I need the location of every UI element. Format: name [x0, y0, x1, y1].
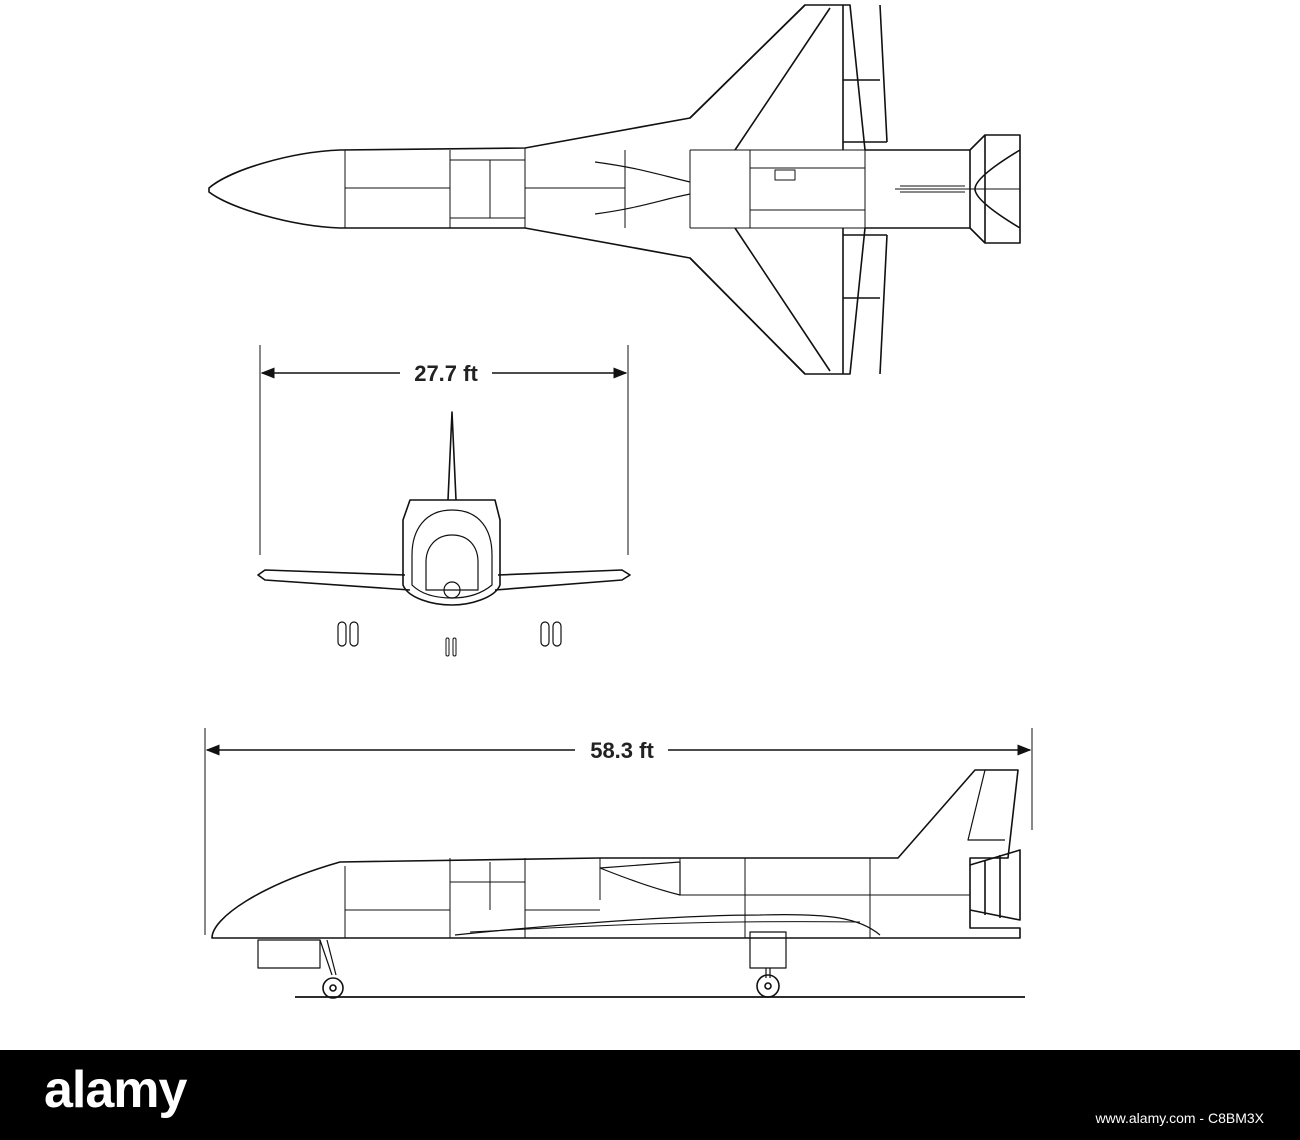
top-elevon-lower: [842, 228, 888, 375]
top-inlet-upper: [594, 161, 691, 183]
three-view-drawing: 27.7 ft 58.3 ft: [204, 4, 1033, 999]
side-panel-lines: [344, 858, 970, 938]
front-gear-nose-1: [445, 637, 450, 657]
span-dimension-label: 27.7 ft: [414, 361, 478, 386]
side-main-gear-strut: [765, 968, 771, 978]
side-nozzle: [969, 849, 1021, 921]
top-wing-upper: [689, 4, 831, 151]
front-wing-left: [257, 569, 411, 591]
alamy-logo: alamy: [44, 1061, 187, 1119]
length-dimension-label: 58.3 ft: [590, 738, 654, 763]
front-tail: [447, 411, 457, 501]
top-wing-lower: [689, 227, 831, 375]
top-fuselage-outline: [208, 4, 971, 375]
side-nose-hub: [329, 984, 337, 992]
side-nose-gear-bay: [257, 939, 321, 969]
front-view: [257, 345, 631, 657]
side-main-wheel: [756, 974, 780, 998]
front-wing-right: [494, 569, 631, 591]
front-nose-circle: [443, 581, 461, 599]
front-inlet: [425, 534, 479, 591]
side-main-hub: [764, 982, 772, 990]
image-id-text: www.alamy.com - C8BM3X: [1095, 1110, 1264, 1126]
top-view: [208, 4, 1021, 375]
top-inlet-lower: [594, 193, 691, 215]
side-fuselage-outline: [211, 769, 1021, 939]
front-gear-right-2: [552, 621, 562, 647]
side-ventral: [454, 914, 881, 936]
top-panel-lines: [344, 148, 970, 229]
front-gear-left-1: [337, 621, 347, 647]
top-elevon-upper: [842, 4, 888, 150]
front-canopy: [411, 509, 493, 599]
side-view: [204, 728, 1033, 999]
top-hatch: [774, 169, 796, 181]
side-main-gear-bay: [749, 931, 787, 969]
front-gear-left-2: [349, 621, 359, 647]
top-rudder-line: [895, 185, 1020, 193]
front-gear-nose-2: [452, 637, 457, 657]
side-nose-gear-strut: [319, 939, 337, 976]
front-gear-right-1: [540, 621, 550, 647]
front-body: [402, 499, 501, 606]
side-intake: [599, 861, 681, 896]
side-tail-rudder: [967, 769, 1005, 841]
side-nose-wheel: [322, 977, 344, 999]
stock-footer: alamy www.alamy.com - C8BM3X: [0, 1050, 1300, 1140]
side-ventral-line: [469, 921, 861, 933]
